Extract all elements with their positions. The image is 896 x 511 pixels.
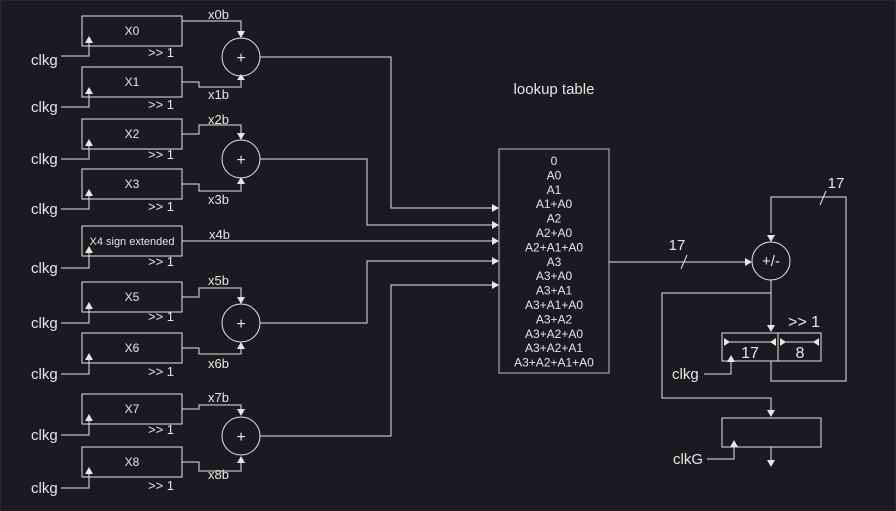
clock-label: clkg [31,480,58,497]
lookup-table-entry: A3+A2+A1 [525,341,583,355]
shift-label: >> 1 [148,422,174,437]
tap-x5b: x5b [208,273,229,288]
clock-label: clkg [31,201,58,218]
accumulator-high-bits: 17 [741,345,759,362]
svg-text:+: + [236,50,245,67]
tap-x4b: x4b [209,227,230,242]
register-x6: X6 >> 1 [81,332,183,379]
shift-label: >> 1 [148,147,174,162]
adder-3: + [221,303,261,343]
lookup-table-entry: A1+A0 [536,197,573,211]
lookup-table-entry: A0 [547,168,562,182]
tap-x0b: x0b [208,7,229,22]
tap-x8b: x8b [208,467,229,482]
register-x4: X4 sign extended >> 1 [81,225,183,269]
register-x1: X1 >> 1 [81,66,183,112]
lookup-table-entry: A3+A2+A0 [525,327,583,341]
output-register [721,417,822,448]
svg-text:+: + [236,152,245,169]
lookup-table-entry: A3+A1+A0 [525,298,583,312]
bus-width-in: 17 [669,237,686,254]
tap-x2b: x2b [208,112,229,127]
lookup-table-entry: A2+A0 [536,226,573,240]
svg-text:+/-: +/- [762,253,780,270]
register-x3-label: X3 [125,177,140,191]
tap-x6b: x6b [208,356,229,371]
clock-label: clkg [31,52,58,69]
shift-label: >> 1 [148,309,174,324]
accumulator-register: 17 8 [721,332,822,362]
lookup-table-title: lookup table [514,81,595,98]
lookup-table: 0A0A1A1+A0A2A2+A0A2+A1+A0A3A3+A0A3+A1A3+… [498,148,610,374]
lookup-table-entry: A3 [547,255,562,269]
add-sub-unit: +/- [751,241,791,281]
clock-label: clkg [31,315,58,332]
bus-width-feedback: 17 [828,175,845,192]
register-x2-label: X2 [125,127,140,141]
clock-label: clkg [31,366,58,383]
accumulator-shift-label: >> 1 [788,314,820,331]
register-x8: X8 >> 1 [81,446,183,493]
shift-label: >> 1 [148,45,174,60]
accumulator-clock-label: clkg [672,366,699,383]
shift-label: >> 1 [148,364,174,379]
lookup-table-entry: A3+A0 [536,269,573,283]
clock-label: clkg [31,427,58,444]
tap-x1b: x1b [208,87,229,102]
tap-x3b: x3b [208,192,229,207]
shift-label: >> 1 [148,254,174,269]
register-x5-label: X5 [125,290,140,304]
register-x0: X0 >> 1 [81,15,183,60]
accumulator-low-bits: 8 [796,345,805,362]
register-x3: X3 >> 1 [81,168,183,214]
shift-label: >> 1 [148,478,174,493]
register-x4-label: X4 sign extended [89,236,174,248]
adder-1: + [221,37,261,77]
register-x6-label: X6 [125,341,140,355]
clock-label: clkg [31,99,58,116]
lookup-table-entry: A3+A1 [536,284,573,298]
register-x2: X2 >> 1 [81,118,183,162]
tap-x7b: x7b [208,390,229,405]
lookup-table-entry: A3+A2+A1+A0 [514,356,594,370]
adder-2: + [221,139,261,179]
register-x8-label: X8 [125,455,140,469]
register-x7: X7 >> 1 [81,393,183,437]
shift-label: >> 1 [148,199,174,214]
output-clock-label: clkG [673,451,703,468]
lookup-table-entry: A2 [547,212,562,226]
register-x5: X5 >> 1 [81,281,183,324]
svg-text:+: + [236,429,245,446]
lookup-table-entries: 0A0A1A1+A0A2A2+A0A2+A1+A0A3A3+A0A3+A1A3+… [514,154,594,370]
register-x7-label: X7 [125,402,140,416]
clock-label: clkg [31,260,58,277]
shift-label: >> 1 [148,97,174,112]
adder-4: + [221,416,261,456]
lookup-table-entry: A3+A2 [536,312,573,326]
lookup-table-entry: A1 [547,183,562,197]
lookup-table-entry: A2+A1+A0 [525,240,583,254]
register-x1-label: X1 [125,75,140,89]
lookup-table-entry: 0 [551,154,558,168]
register-x0-label: X0 [125,24,140,38]
svg-text:+: + [236,316,245,333]
clock-label: clkg [31,151,58,168]
